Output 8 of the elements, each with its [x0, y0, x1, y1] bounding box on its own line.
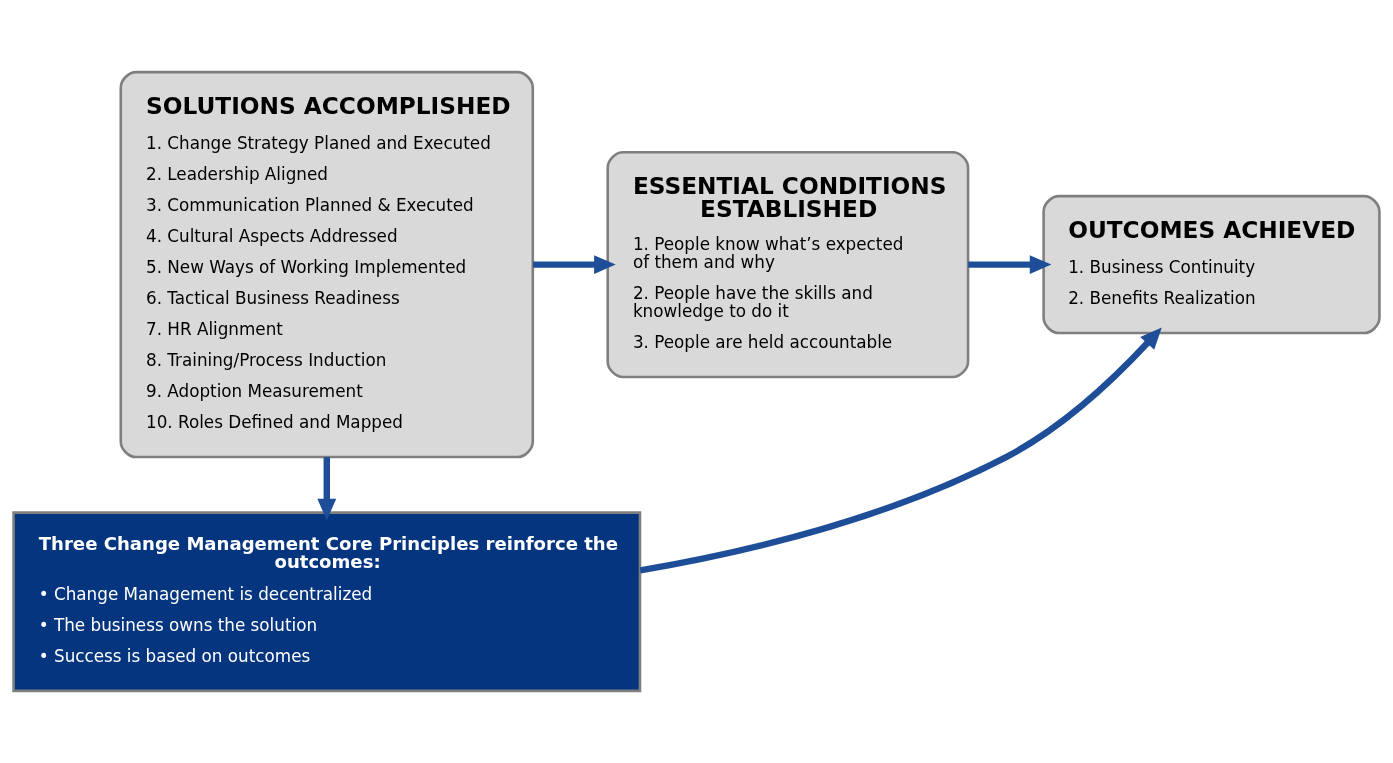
node-box: OUTCOMES ACHIEVED 1. Business Continuity 2. Benefits Realization	[1042, 194, 1381, 335]
arrow	[533, 255, 616, 275]
arrow	[968, 255, 1052, 275]
arrow	[317, 457, 337, 521]
arrow	[639, 327, 1162, 574]
node-box: Three Change Management Core Principles reinforce the outcomes: • Change Management is decentralized • The business owns the solution • Success is based on outcomes	[12, 511, 642, 693]
node-box: SOLUTIONS ACCOMPLISHED 1. Change Strategy Planed and Executed 2. Leadership Aligned 3. Communication Planned & Executed 4. Cultural Aspects Addressed 5. New Ways of Working Implemented 6. Tactical Business Readiness 7. HR Alignment 8. Training/Process Induction 9. Adoption Measurement 10. Roles Defined and Mapped	[119, 70, 535, 459]
node-box: ESSENTIAL CONDITIONS ESTABLISHED 1. People know what’s expected of them and why 2. People have the skills and knowledge to do it 3. People are held accountable	[606, 150, 970, 379]
